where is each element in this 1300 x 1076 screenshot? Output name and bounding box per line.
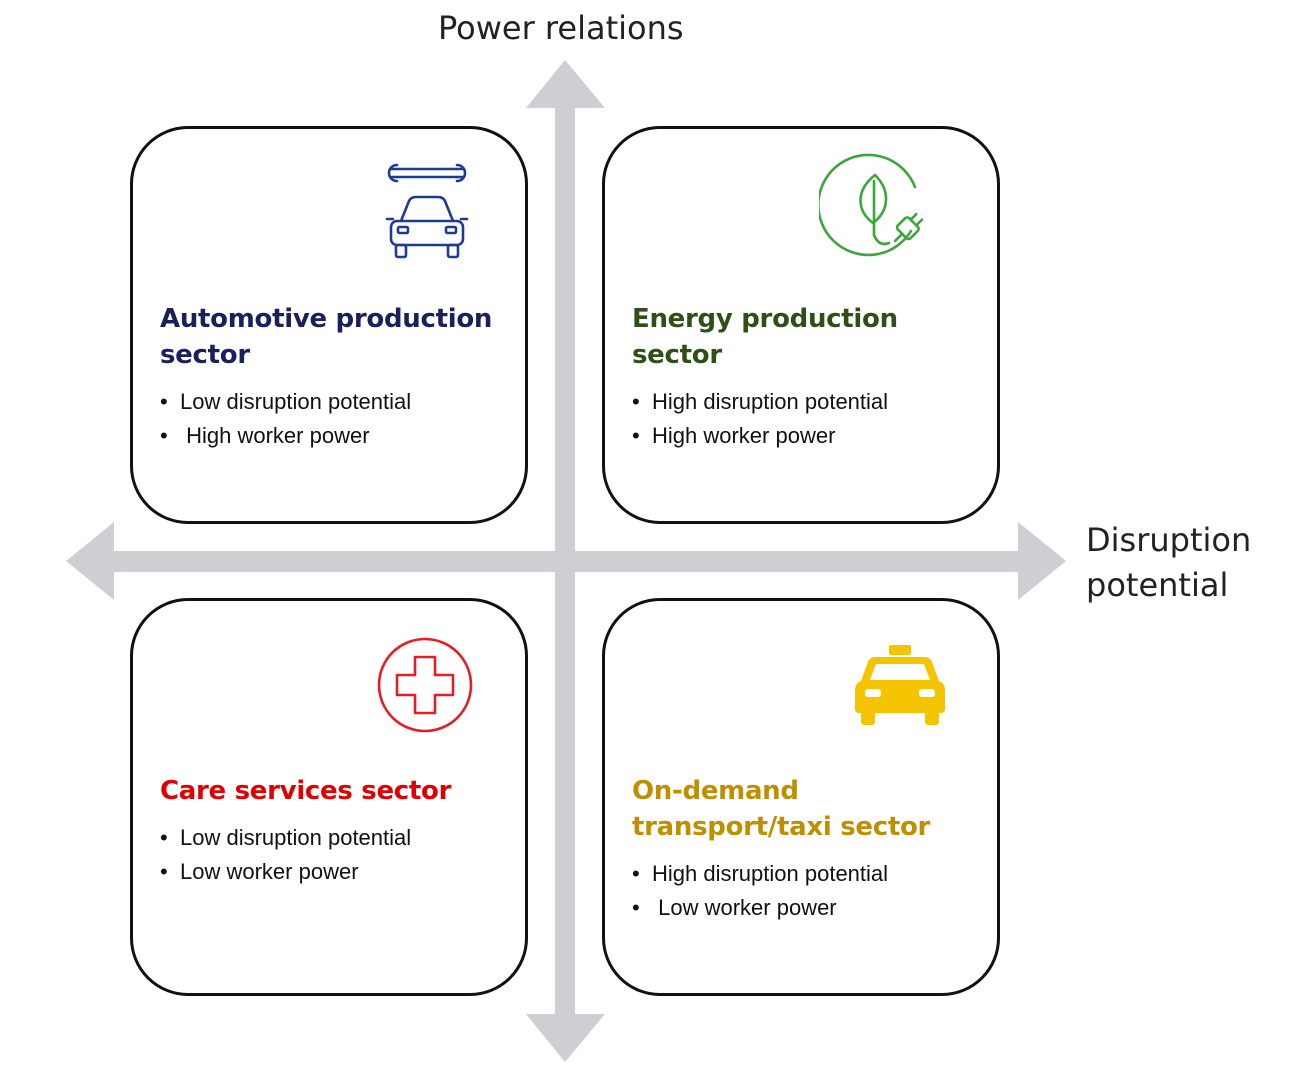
- bullet-item: • High worker power: [160, 423, 370, 448]
- bullet-item: •Low disruption potential: [160, 825, 412, 850]
- horizontal-axis-arrow: [66, 522, 1066, 600]
- title-line-2: sector: [632, 340, 722, 370]
- bullet-text: Low worker power: [180, 859, 359, 884]
- arrow-left-icon: [66, 522, 114, 600]
- bullet-item: •High disruption potential: [632, 389, 889, 414]
- bullet-item: • Low worker power: [632, 895, 837, 920]
- bullet-text: High disruption potential: [652, 861, 889, 886]
- arrow-right-icon: [1018, 522, 1066, 600]
- bullet-text: Low disruption potential: [180, 825, 412, 850]
- bullet-list: •Low disruption potential • High worker …: [160, 385, 411, 453]
- quadrant-title: Care services sector: [160, 773, 451, 809]
- bullet-item: •High disruption potential: [632, 861, 889, 886]
- y-axis-label: Power relations: [438, 9, 684, 47]
- quadrant-taxi: On-demand transport/taxi sector •High di…: [602, 598, 1000, 996]
- x-axis-label: Disruption potential: [1086, 518, 1251, 608]
- car-wrench-icon: [385, 163, 469, 259]
- quadrant-energy: Energy production sector •High disruptio…: [602, 126, 1000, 524]
- taxi-icon: [855, 645, 945, 725]
- bullet-item: •High worker power: [632, 423, 836, 448]
- title-line-1: Energy production: [632, 304, 898, 334]
- bullet-item: •Low disruption potential: [160, 389, 412, 414]
- bullet-list: •High disruption potential •High worker …: [632, 385, 888, 453]
- title-line-2: sector: [160, 340, 250, 370]
- quadrant-title: On-demand transport/taxi sector: [632, 773, 930, 845]
- bullet-list: •Low disruption potential •Low worker po…: [160, 821, 411, 889]
- bullet-text: High worker power: [180, 423, 370, 448]
- bullet-text: Low disruption potential: [180, 389, 412, 414]
- bullet-list: •High disruption potential • Low worker …: [632, 857, 888, 925]
- x-axis-label-line2: potential: [1086, 565, 1229, 604]
- bullet-text: Low worker power: [652, 895, 837, 920]
- title-line-1: On-demand: [632, 776, 799, 806]
- medical-cross-icon: [377, 637, 473, 733]
- quadrant-automotive: Automotive production sector •Low disrup…: [130, 126, 528, 524]
- bullet-text: High disruption potential: [652, 389, 889, 414]
- title-line-2: transport/taxi sector: [632, 812, 931, 842]
- x-axis-label-line1: Disruption: [1086, 521, 1252, 559]
- bullet-text: High worker power: [652, 423, 836, 448]
- arrow-down-icon: [526, 1014, 605, 1062]
- quadrant-care-services: Care services sector •Low disruption pot…: [130, 598, 528, 996]
- leaf-plug-icon: [819, 153, 924, 257]
- title-line-1: Automotive production: [160, 304, 493, 334]
- quadrant-title: Energy production sector: [632, 301, 898, 373]
- title-line-1: Care services sector: [160, 776, 452, 806]
- arrow-up-icon: [526, 60, 605, 108]
- bullet-item: •Low worker power: [160, 859, 359, 884]
- quadrant-title: Automotive production sector: [160, 301, 492, 373]
